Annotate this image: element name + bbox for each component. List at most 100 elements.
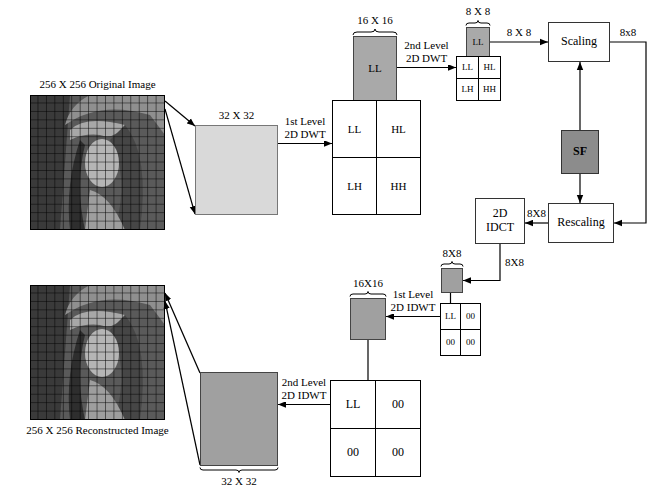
subband-cell: 00 bbox=[330, 428, 376, 477]
size-label: 8X8 bbox=[443, 247, 462, 260]
subband-cell: LH bbox=[332, 157, 377, 215]
box-label: Rescaling bbox=[557, 216, 604, 230]
subband-label: LL bbox=[346, 398, 361, 412]
box-label: SF bbox=[573, 145, 587, 159]
edge-label: 8X8 bbox=[505, 256, 524, 269]
subband-label: HL bbox=[391, 123, 406, 136]
process-box: Scaling bbox=[548, 22, 610, 62]
size-brace bbox=[350, 292, 386, 297]
process-box: 2D IDCT bbox=[475, 198, 525, 244]
connector bbox=[165, 293, 200, 465]
subband-label: LL bbox=[445, 311, 456, 321]
size-label: 16X16 bbox=[353, 277, 383, 290]
ll-subband: 8 X 8LL bbox=[466, 27, 490, 57]
coefficient-block: 16X16 bbox=[350, 298, 386, 340]
subband-label: LL bbox=[348, 123, 361, 136]
subband-label: LL bbox=[368, 62, 381, 75]
connector bbox=[610, 42, 646, 223]
subband-cell: 00 bbox=[440, 329, 461, 356]
connector bbox=[580, 62, 581, 130]
connector bbox=[278, 143, 332, 144]
connector-line bbox=[367, 340, 368, 380]
connector bbox=[450, 293, 451, 303]
connector-line bbox=[579, 174, 580, 203]
connector-line bbox=[165, 301, 200, 465]
connector-line bbox=[450, 293, 451, 303]
subband-cell: LL bbox=[456, 56, 479, 79]
subband-cell: 00 bbox=[460, 303, 481, 330]
connector bbox=[386, 316, 440, 317]
subband-label: HH bbox=[483, 84, 496, 94]
subband-label: LL bbox=[462, 62, 473, 72]
subband-label: 00 bbox=[392, 398, 404, 412]
subband-label: LH bbox=[347, 180, 362, 193]
subband-cell: 00 bbox=[375, 380, 421, 429]
edge-label: 8x8 bbox=[620, 26, 637, 39]
connector-line bbox=[165, 109, 195, 214]
size-brace bbox=[466, 21, 490, 26]
connector bbox=[165, 101, 195, 214]
subband-label: 00 bbox=[466, 337, 475, 347]
connector bbox=[463, 244, 500, 281]
edge-label: 2nd Level 2D IDWT bbox=[279, 376, 329, 402]
subband-cell: HL bbox=[478, 56, 501, 79]
reconstructed-image: 256 X 256 Reconstructed Image bbox=[30, 285, 165, 420]
edge-label: 8X8 bbox=[527, 207, 546, 220]
connector-line bbox=[610, 42, 646, 223]
subband-cell: LL bbox=[332, 100, 377, 158]
connector-line bbox=[579, 62, 580, 130]
connector-line bbox=[463, 244, 500, 281]
reconstructed-photo bbox=[30, 285, 165, 420]
subband-label: 00 bbox=[392, 446, 404, 460]
image-block: 32 X 32 bbox=[195, 125, 278, 215]
size-label: 32 X 32 bbox=[221, 475, 256, 488]
size-brace bbox=[200, 468, 278, 473]
subband-label: HL bbox=[484, 62, 496, 72]
connector-line bbox=[278, 404, 330, 405]
connector-line bbox=[278, 143, 332, 144]
image-caption: 256 X 256 Original Image bbox=[39, 78, 155, 91]
subband-cell: LL bbox=[330, 380, 376, 429]
connector-line bbox=[165, 293, 200, 373]
size-brace bbox=[441, 262, 463, 267]
connector bbox=[278, 404, 330, 405]
connector-line bbox=[525, 222, 548, 223]
subband-cell: HL bbox=[376, 100, 421, 158]
image-block: 32 X 32 bbox=[200, 372, 278, 466]
connector-group bbox=[165, 42, 646, 465]
subband-cell: LH bbox=[456, 78, 479, 101]
subband-label: HH bbox=[391, 180, 407, 193]
size-label: 16 X 16 bbox=[357, 14, 392, 27]
box-label: Scaling bbox=[561, 35, 597, 49]
subband-label: 00 bbox=[446, 337, 455, 347]
subband-label: LL bbox=[473, 37, 484, 47]
edge-label: 1st Level 2D DWT bbox=[280, 115, 330, 141]
scale-factor-box: SF bbox=[561, 130, 599, 174]
connector bbox=[580, 174, 581, 203]
connector-line bbox=[397, 67, 456, 68]
connector bbox=[490, 42, 548, 43]
subband-label: 00 bbox=[466, 311, 475, 321]
subband-cell: HH bbox=[376, 157, 421, 215]
size-label: 8 X 8 bbox=[466, 5, 490, 18]
connector-line bbox=[490, 41, 548, 42]
size-label: 32 X 32 bbox=[219, 109, 254, 122]
subband-label: LH bbox=[462, 84, 474, 94]
subband-cell: LL bbox=[440, 303, 461, 330]
original-image: 256 X 256 Original Image bbox=[30, 95, 165, 230]
connector bbox=[368, 340, 369, 380]
ll-subband: 16 X 16LL bbox=[353, 36, 397, 101]
edge-label: 1st Level 2D IDWT bbox=[388, 288, 438, 314]
edge-label: 2nd Level 2D DWT bbox=[402, 39, 452, 65]
subband-cell: 00 bbox=[460, 329, 481, 356]
subband-cell: HH bbox=[478, 78, 501, 101]
connector bbox=[525, 223, 548, 224]
subband-label: 00 bbox=[347, 446, 359, 460]
edge-label: 8 X 8 bbox=[507, 26, 531, 39]
size-brace bbox=[353, 29, 397, 35]
